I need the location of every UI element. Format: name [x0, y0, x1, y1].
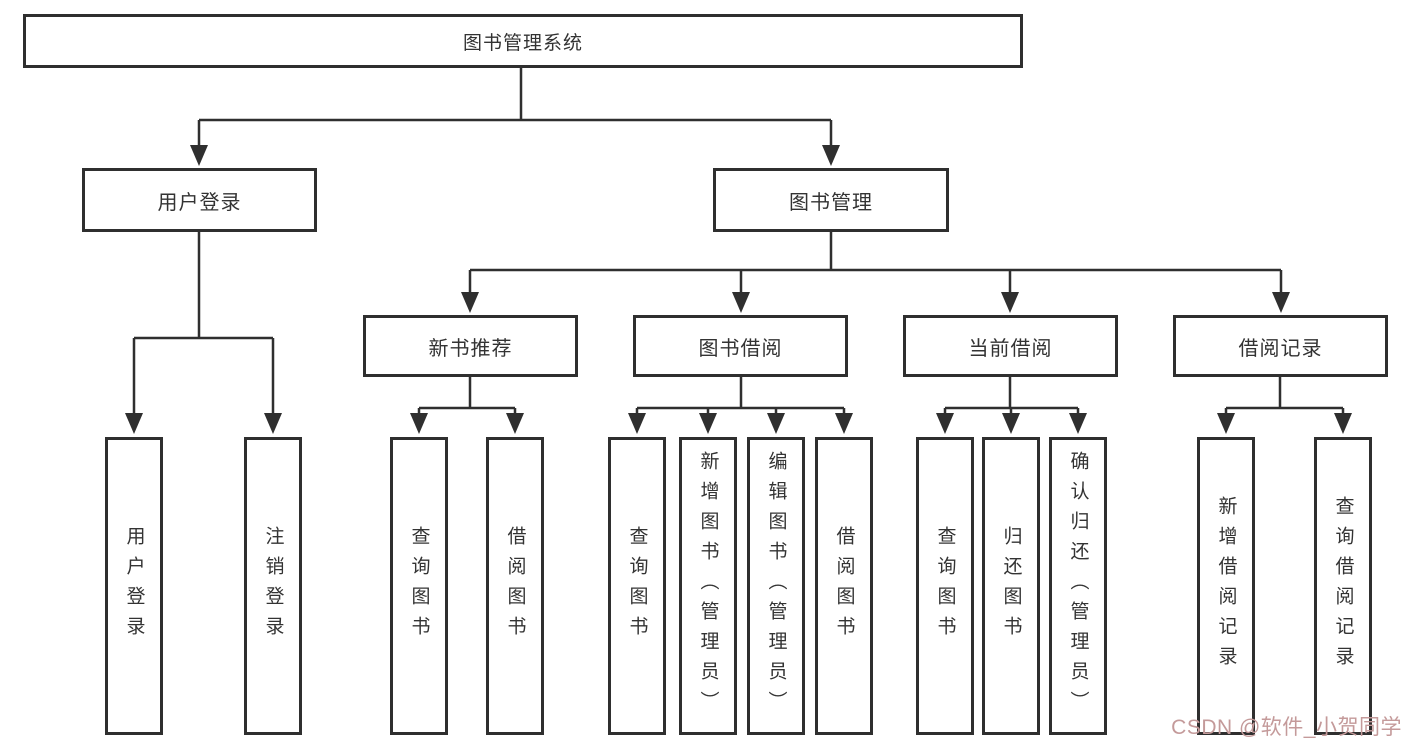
node-borrow-records: 借阅记录 [1173, 315, 1388, 377]
arrow-down-icon [767, 413, 785, 434]
leaf-borrow-books-recommend: 借阅图书 [486, 437, 544, 735]
arrow-down-icon [1272, 292, 1290, 313]
node-user-login: 用户登录 [82, 168, 317, 232]
arrow-down-icon [264, 413, 282, 434]
leaf-query-books-recommend: 查询图书 [390, 437, 448, 735]
arrow-down-icon [1334, 413, 1352, 434]
connector-book-mgmt-sections [468, 232, 1283, 294]
arrow-down-icon [410, 413, 428, 434]
leaf-query-borrow-record: 查询借阅记录 [1314, 437, 1372, 735]
arrow-down-icon [506, 413, 524, 434]
leaf-user-login: 用户登录 [105, 437, 163, 735]
arrow-down-icon [732, 292, 750, 313]
node-current-borrow: 当前借阅 [903, 315, 1118, 377]
connector-user-login-children [132, 232, 275, 415]
arrow-down-icon [699, 413, 717, 434]
connector-root-to-level2 [197, 67, 833, 147]
connector-new-book-children [417, 377, 517, 415]
arrow-down-icon [628, 413, 646, 434]
arrowheads [125, 145, 1352, 434]
leaf-query-books-current: 查询图书 [916, 437, 974, 735]
leaf-query-books-borrow: 查询图书 [608, 437, 666, 735]
arrow-down-icon [1002, 413, 1020, 434]
csdn-watermark: CSDN @软件_小贺同学 [1171, 716, 1402, 739]
arrow-down-icon [835, 413, 853, 434]
leaf-confirm-return-admin: 确认归还（管理员） [1049, 437, 1107, 735]
arrow-down-icon [190, 145, 208, 166]
arrow-down-icon [822, 145, 840, 166]
connector-book-borrow-children [635, 377, 846, 415]
leaf-borrow-books: 借阅图书 [815, 437, 873, 735]
arrow-down-icon [1217, 413, 1235, 434]
arrow-down-icon [1001, 292, 1019, 313]
arrow-down-icon [125, 413, 143, 434]
connector-current-borrow-children [943, 377, 1080, 415]
arrow-down-icon [936, 413, 954, 434]
node-new-book-recommend: 新书推荐 [363, 315, 578, 377]
arrow-down-icon [1069, 413, 1087, 434]
node-book-management: 图书管理 [713, 168, 949, 232]
leaf-return-books: 归还图书 [982, 437, 1040, 735]
leaf-add-borrow-record: 新增借阅记录 [1197, 437, 1255, 735]
connector-borrow-records-children [1224, 377, 1345, 415]
node-library-system: 图书管理系统 [23, 14, 1023, 68]
leaf-edit-books-admin: 编辑图书（管理员） [747, 437, 805, 735]
leaf-add-books-admin: 新增图书（管理员） [679, 437, 737, 735]
node-book-borrow: 图书借阅 [633, 315, 848, 377]
leaf-logout: 注销登录 [244, 437, 302, 735]
arrow-down-icon [461, 292, 479, 313]
